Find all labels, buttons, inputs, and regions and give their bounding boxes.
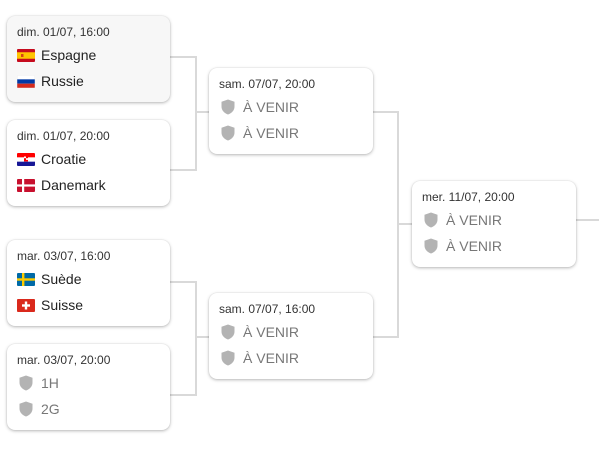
shield-icon	[17, 400, 35, 418]
flag-sweden-icon	[17, 272, 35, 286]
flag-switzerland-icon	[17, 298, 35, 312]
team-row: Suède	[17, 266, 160, 292]
shield-icon	[219, 98, 237, 116]
team-name: Danemark	[41, 177, 106, 193]
shield-icon	[219, 124, 237, 142]
team-row: Russie	[17, 68, 160, 94]
team-row: 1H	[17, 370, 160, 396]
match-card[interactable]: dim. 01/07, 20:00 Croatie Danemark	[7, 120, 170, 206]
team-row: Espagne	[17, 42, 160, 68]
team-name: Croatie	[41, 151, 87, 167]
team-row: À VENIR	[219, 319, 363, 345]
team-name: 2G	[41, 401, 60, 417]
match-date: mer. 11/07, 20:00	[422, 190, 515, 204]
match-card[interactable]: sam. 07/07, 20:00 À VENIR À VENIR	[209, 68, 373, 154]
team-name: Suède	[41, 271, 82, 287]
match-card[interactable]: sam. 07/07, 16:00 À VENIR À VENIR	[209, 293, 373, 379]
match-date: sam. 07/07, 16:00	[219, 302, 316, 316]
match-date: sam. 07/07, 20:00	[219, 77, 316, 91]
team-row: À VENIR	[219, 345, 363, 371]
team-row: Suisse	[17, 292, 160, 318]
shield-icon	[422, 237, 440, 255]
team-name: À VENIR	[243, 324, 300, 340]
team-name: À VENIR	[243, 99, 300, 115]
shield-icon	[422, 211, 440, 229]
match-date: dim. 01/07, 20:00	[17, 129, 110, 143]
match-date: mar. 03/07, 20:00	[17, 353, 111, 367]
team-name: Russie	[41, 73, 84, 89]
match-date: dim. 01/07, 16:00	[17, 25, 110, 39]
team-name: À VENIR	[446, 212, 503, 228]
match-card[interactable]: dim. 01/07, 16:00 Espagne Russie	[7, 16, 170, 102]
flag-croatia-icon	[17, 152, 35, 166]
match-card[interactable]: mar. 03/07, 16:00 Suède Suisse	[7, 240, 170, 326]
team-row: 2G	[17, 396, 160, 422]
shield-icon	[17, 374, 35, 392]
team-name: À VENIR	[243, 350, 300, 366]
flag-russia-icon	[17, 74, 35, 88]
match-date: mar. 03/07, 16:00	[17, 249, 111, 263]
match-card[interactable]: mar. 03/07, 20:00 1H 2G	[7, 344, 170, 430]
shield-icon	[219, 349, 237, 367]
team-row: À VENIR	[422, 207, 566, 233]
team-name: 1H	[41, 375, 59, 391]
team-row: À VENIR	[219, 120, 363, 146]
team-name: À VENIR	[243, 125, 300, 141]
team-name: Espagne	[41, 47, 97, 63]
team-row: Croatie	[17, 146, 160, 172]
team-row: Danemark	[17, 172, 160, 198]
team-row: À VENIR	[422, 233, 566, 259]
match-card[interactable]: mer. 11/07, 20:00 À VENIR À VENIR	[412, 181, 576, 267]
team-name: À VENIR	[446, 238, 503, 254]
team-row: À VENIR	[219, 94, 363, 120]
flag-denmark-icon	[17, 178, 35, 192]
flag-spain-icon	[17, 48, 35, 62]
shield-icon	[219, 323, 237, 341]
team-name: Suisse	[41, 297, 84, 313]
